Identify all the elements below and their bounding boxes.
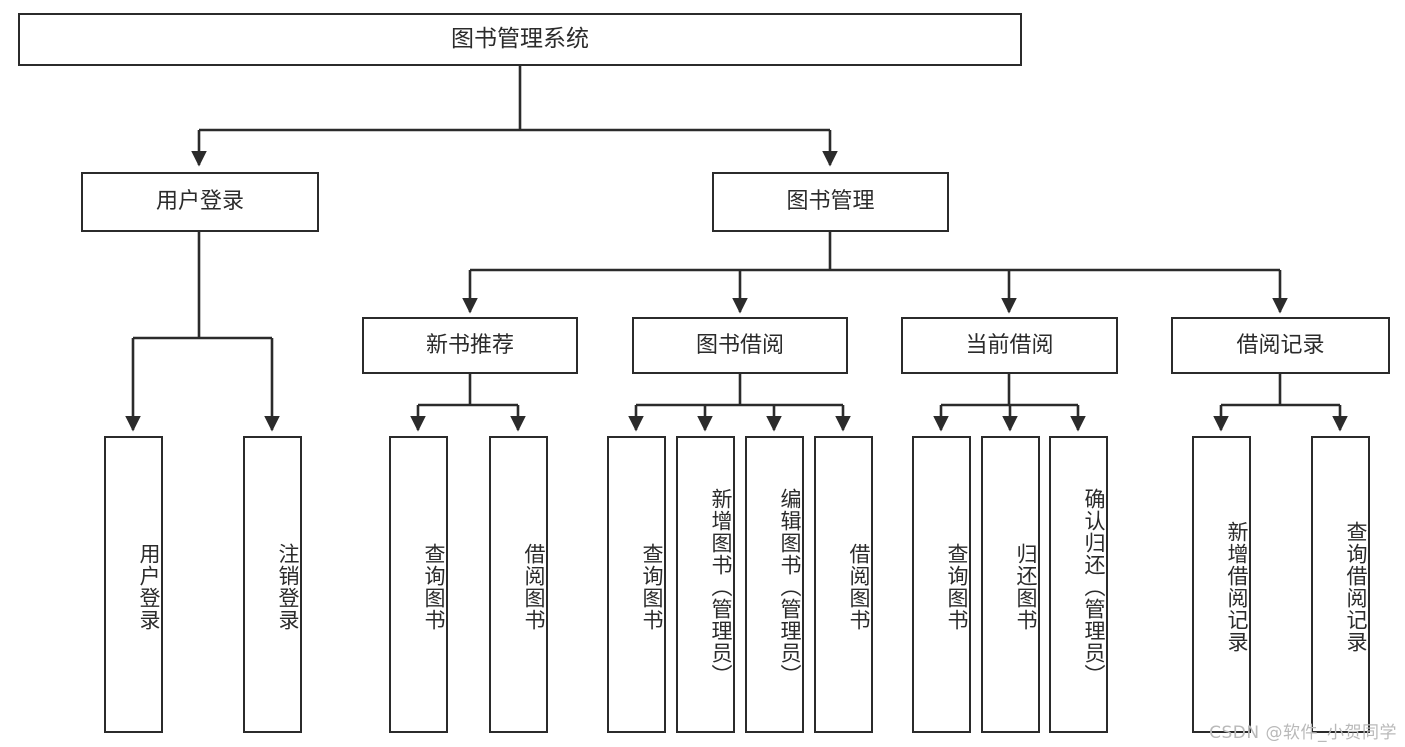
node-leaf-query-book-current[interactable]: 查询图书 <box>912 436 971 733</box>
node-leaf-borrow-book-rec[interactable]: 借阅图书 <box>489 436 548 733</box>
node-root[interactable]: 图书管理系统 <box>18 13 1022 66</box>
node-leaf-query-book-rec-label: 查询图书 <box>422 542 446 631</box>
node-leaf-add-book-label: 新增图书（管理员） <box>709 487 733 686</box>
node-leaf-query-book-rec[interactable]: 查询图书 <box>389 436 448 733</box>
node-leaf-confirm-return[interactable]: 确认归还（管理员） <box>1049 436 1108 733</box>
node-leaf-user-login-label: 用户登录 <box>137 542 161 631</box>
node-leaf-logout[interactable]: 注销登录 <box>243 436 302 733</box>
node-new-book-rec[interactable]: 新书推荐 <box>362 317 578 374</box>
node-leaf-add-borrow-record[interactable]: 新增借阅记录 <box>1192 436 1251 733</box>
node-book-borrow-label: 图书借阅 <box>695 332 784 358</box>
node-new-book-rec-label: 新书推荐 <box>425 332 514 358</box>
node-leaf-edit-book-label: 编辑图书（管理员） <box>778 487 802 686</box>
node-book-manage[interactable]: 图书管理 <box>712 172 949 232</box>
node-leaf-add-borrow-record-label: 新增借阅记录 <box>1225 520 1249 653</box>
node-root-label: 图书管理系统 <box>451 25 589 52</box>
node-user-login-label: 用户登录 <box>155 189 244 215</box>
node-book-manage-label: 图书管理 <box>786 189 875 215</box>
node-leaf-query-book-borrow[interactable]: 查询图书 <box>607 436 666 733</box>
node-leaf-confirm-return-label: 确认归还（管理员） <box>1082 487 1106 686</box>
node-leaf-edit-book[interactable]: 编辑图书（管理员） <box>745 436 804 733</box>
node-user-login[interactable]: 用户登录 <box>81 172 319 232</box>
node-leaf-query-borrow-record[interactable]: 查询借阅记录 <box>1311 436 1370 733</box>
node-leaf-logout-label: 注销登录 <box>276 542 300 631</box>
node-current-borrow-label: 当前借阅 <box>965 332 1054 358</box>
node-book-borrow[interactable]: 图书借阅 <box>632 317 848 374</box>
node-borrow-record-label: 借阅记录 <box>1236 332 1325 358</box>
node-borrow-record[interactable]: 借阅记录 <box>1171 317 1390 374</box>
node-leaf-return-book[interactable]: 归还图书 <box>981 436 1040 733</box>
node-leaf-query-borrow-record-label: 查询借阅记录 <box>1344 520 1368 653</box>
node-leaf-add-book[interactable]: 新增图书（管理员） <box>676 436 735 733</box>
node-leaf-query-book-borrow-label: 查询图书 <box>640 542 664 631</box>
watermark: CSDN @软件_小贺同学 <box>1209 723 1397 743</box>
node-leaf-borrow-book-label: 借阅图书 <box>847 542 871 631</box>
node-leaf-query-book-current-label: 查询图书 <box>945 542 969 631</box>
node-leaf-borrow-book-rec-label: 借阅图书 <box>522 542 546 631</box>
node-current-borrow[interactable]: 当前借阅 <box>901 317 1118 374</box>
node-leaf-return-book-label: 归还图书 <box>1014 542 1038 631</box>
node-leaf-user-login[interactable]: 用户登录 <box>104 436 163 733</box>
node-leaf-borrow-book[interactable]: 借阅图书 <box>814 436 873 733</box>
